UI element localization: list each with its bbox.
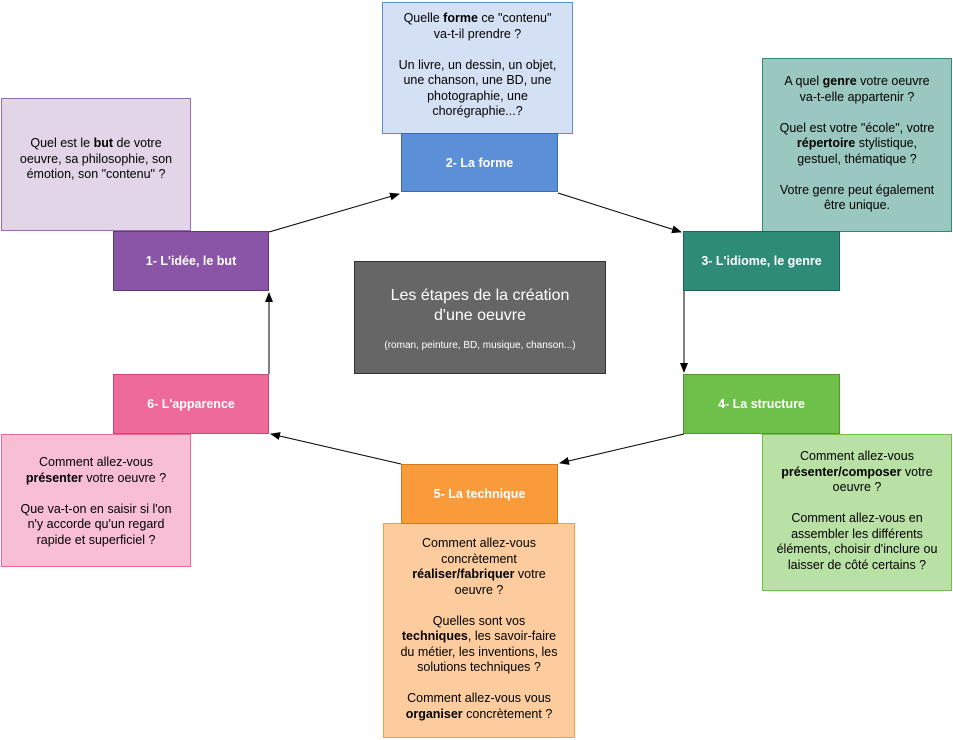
arrow-structure-to-technique (559, 433, 685, 465)
center-title-box: Les étapes de la création d'une oeuvre (… (354, 261, 606, 374)
step-structure-label: 4- La structure (718, 397, 805, 411)
step-structure: 4- La structure (683, 374, 840, 434)
appearance-note: Comment allez-vous présenter votre oeuvr… (1, 434, 191, 567)
idea-note: Quel est le but de votre oeuvre, sa phil… (1, 98, 191, 231)
genre-note: A quel genre votre oeuvre va-t-elle appa… (762, 58, 952, 232)
step-technique-label: 5- La technique (433, 487, 526, 501)
step-technique: 5- La technique (401, 464, 558, 524)
step-idea: 1- L'idée, le but (113, 231, 269, 291)
step-appearance: 6- L'apparence (113, 374, 269, 434)
step-genre-label: 3- L'idiome, le genre (701, 254, 822, 268)
step-form: 2- La forme (401, 133, 558, 192)
center-subtitle: (roman, peinture, BD, musique, chanson..… (384, 340, 576, 351)
arrow-technique-to-appearance (270, 432, 402, 465)
technique-note: Comment allez-vous concrètement réaliser… (383, 523, 575, 738)
center-title: Les étapes de la création d'une oeuvre (390, 287, 570, 324)
arrow-form-to-genre (557, 192, 682, 234)
structure-note: Comment allez-vous présenter/composer vo… (762, 434, 952, 591)
step-idea-label: 1- L'idée, le but (145, 254, 237, 268)
step-appearance-label: 6- L'apparence (147, 397, 235, 411)
step-genre: 3- L'idiome, le genre (683, 231, 840, 291)
form-note: Quelle forme ce "contenu" va-t-il prendr… (382, 2, 573, 134)
step-form-label: 2- La forme (445, 155, 514, 170)
arrow-idea-to-form (268, 192, 400, 233)
